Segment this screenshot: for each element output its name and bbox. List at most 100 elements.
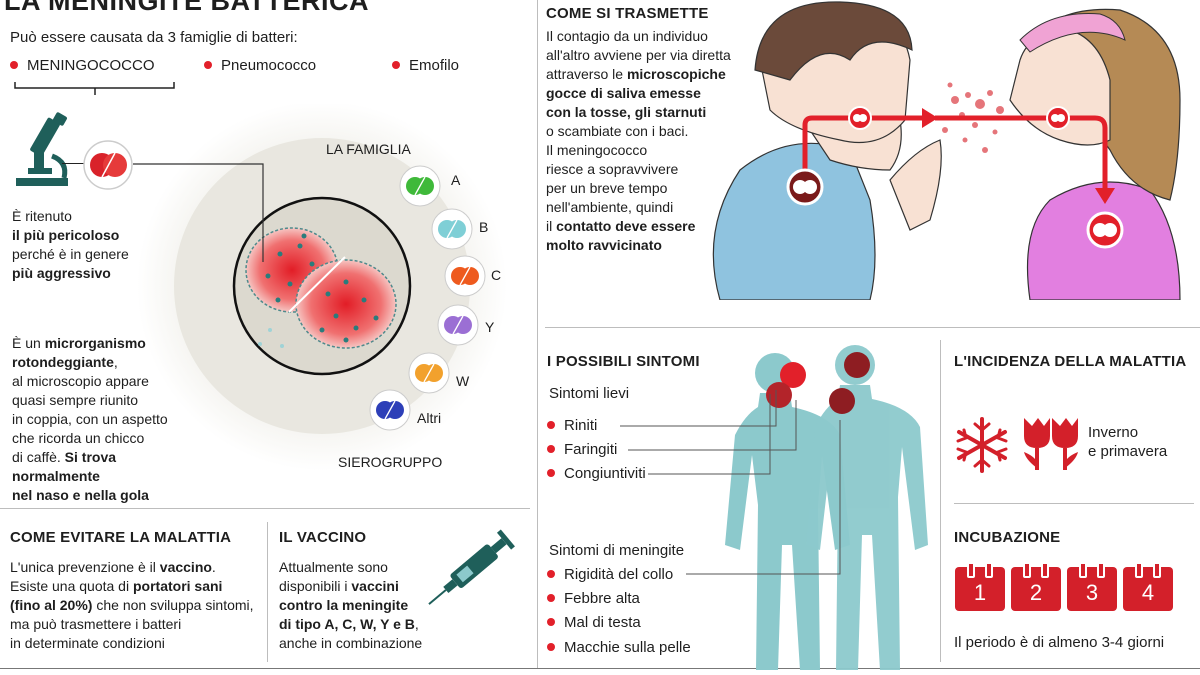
text-run-bold: molto ravvicinato <box>546 237 662 253</box>
text-run-bold: portatori sani <box>132 578 223 594</box>
human-figures <box>725 345 928 670</box>
family-emofilo: Emofilo <box>392 56 459 75</box>
text-run: Il contagio da un individuo <box>546 28 708 44</box>
divider-incidence-incub <box>954 503 1194 504</box>
text-run: in coppia, con un aspetto <box>12 411 168 427</box>
text-run: L'unica prevenzione è il <box>10 559 160 575</box>
text-run-bold: rotondeggiante <box>12 354 114 370</box>
transmission-text: Il contagio da un individuo all'altro avv… <box>546 27 746 255</box>
text-run-bold: di tipo A, C, W, Y e B <box>279 616 415 632</box>
prevention-text: L'unica prevenzione è il vaccino. Esiste … <box>10 558 260 653</box>
syringe-icon <box>428 529 515 605</box>
divider-vaccine <box>267 522 268 662</box>
text-run: di caffè. <box>12 449 65 465</box>
vaccine-title: IL VACCINO <box>279 529 367 546</box>
text-run: il <box>546 218 557 234</box>
transmission-illustration <box>712 1 1181 300</box>
mild-symptoms-label: Sintomi lievi <box>549 385 630 402</box>
coccus-icon <box>399 165 441 207</box>
text-run: Il meningococco <box>546 142 648 158</box>
symptom-mal-di-testa: Mal di testa <box>547 613 641 632</box>
divider-left-bottom <box>0 508 530 509</box>
text-run: che non sviluppa sintomi, <box>92 597 254 613</box>
coccus-icon <box>369 389 411 431</box>
serogroup-label: SIEROGRUPPO <box>338 454 443 470</box>
coccus-icon <box>408 352 450 394</box>
serogroup-B: B <box>431 208 488 255</box>
text-run: all'altro avviene per via diretta <box>546 47 731 63</box>
incubation-note: Il periodo è di almeno 3-4 giorni <box>954 634 1165 651</box>
snowflake-icon <box>956 417 1008 473</box>
calendar-day-2: 2 <box>1011 562 1061 611</box>
diplococcus-icon <box>83 140 133 190</box>
symptom-rigidita: Rigidità del collo <box>547 565 673 584</box>
transmission-title: COME SI TRASMETTE <box>546 5 709 22</box>
coccus-icon <box>437 304 479 346</box>
calendar-day-4: 4 <box>1123 562 1173 611</box>
text-run: È un <box>12 335 45 351</box>
text-run: disponibili i <box>279 578 352 594</box>
vaccine-text: Attualmente sono disponibili i vaccini con… <box>279 558 439 653</box>
text-run-bold: microrganismo <box>44 335 146 351</box>
serogroup-altri: Altri <box>369 389 441 436</box>
page-title: LA MENINGITE BATTERICA <box>4 0 369 16</box>
symptom-febbre: Febbre alta <box>547 589 640 608</box>
text-run-bold: Si trova normalmente <box>12 449 117 484</box>
text-run-bold: gocce di saliva emesse <box>546 85 701 101</box>
incubation-title: INCUBAZIONE <box>954 529 1061 546</box>
text-run-bold: contatto deve essere <box>556 218 696 234</box>
text-run-bold: nel naso e nella gola <box>12 487 149 503</box>
text-run-bold: contro la meningite <box>279 597 409 613</box>
serogroup-C: C <box>444 255 501 302</box>
text-run: , <box>414 616 419 632</box>
season-text: Inverno e primavera <box>1088 424 1168 460</box>
microscope-icon <box>16 112 68 186</box>
family-pneumococco: Pneumococco <box>204 56 316 75</box>
mening-desc-1: È ritenuto il più pericoloso perché è in… <box>12 208 129 281</box>
tulip-icon <box>1024 418 1078 470</box>
meningitis-symptoms-label: Sintomi di meningite <box>549 542 685 559</box>
divider-incidence <box>940 340 941 662</box>
text-run: . <box>211 559 216 575</box>
coccus-icon <box>431 208 473 250</box>
serogroup-W: W <box>408 352 469 399</box>
text-run: nell'ambiente, quindi <box>546 199 674 215</box>
intro-text: Può essere causata da 3 famiglie di batt… <box>10 29 298 46</box>
coccus-icon <box>444 255 486 297</box>
family-label: LA FAMIGLIA <box>326 141 411 157</box>
text-run: Attualmente sono <box>279 559 388 575</box>
incidence-title: L'INCIDENZA DELLA MALATTIA <box>954 353 1187 370</box>
text-run: ma può trasmettere i batteri <box>10 616 182 632</box>
text-run: attraverso le <box>546 66 627 82</box>
serogroup-A: A <box>399 165 460 212</box>
text-run: , <box>113 354 118 370</box>
text-run: per un breve tempo <box>546 180 668 196</box>
mening-desc-2: È un microrganismo rotondeggiante, al micr… <box>12 334 202 505</box>
text-run: o scambiate con i baci. <box>546 123 689 139</box>
text-run: quasi sempre riunito <box>12 392 139 408</box>
text-run: che ricorda un chicco <box>12 430 145 446</box>
text-run: in determinate condizioni <box>10 635 165 651</box>
symptom-congiuntiviti: Congiuntiviti <box>547 464 646 483</box>
divider-right-mid <box>545 327 1200 328</box>
prevention-title: COME EVITARE LA MALATTIA <box>10 529 232 546</box>
text-run-bold: vaccini <box>351 578 399 594</box>
text-run-bold: microscopiche <box>626 66 726 82</box>
text-run: Esiste una quota di <box>10 578 133 594</box>
symptoms-title: I POSSIBILI SINTOMI <box>547 353 700 370</box>
bracket <box>14 82 175 95</box>
text-run-bold: (fino al 20%) <box>10 597 93 613</box>
symptom-macchie: Macchie sulla pelle <box>547 638 691 657</box>
bottom-rule <box>0 668 1200 669</box>
text-run: riesce a sopravvivere <box>546 161 679 177</box>
calendar-day-3: 3 <box>1067 562 1117 611</box>
symptom-faringiti: Faringiti <box>547 440 617 459</box>
text-run: al microscopio appare <box>12 373 149 389</box>
text-run-bold: con la tosse, gli starnuti <box>546 104 707 120</box>
calendar-day-1: 1 <box>955 562 1005 611</box>
divider-vertical-main <box>537 0 538 668</box>
text-run: anche in combinazione <box>279 635 423 651</box>
serogroup-Y: Y <box>437 304 494 351</box>
symptom-riniti: Riniti <box>547 416 597 435</box>
text-run-bold: vaccino <box>159 559 212 575</box>
